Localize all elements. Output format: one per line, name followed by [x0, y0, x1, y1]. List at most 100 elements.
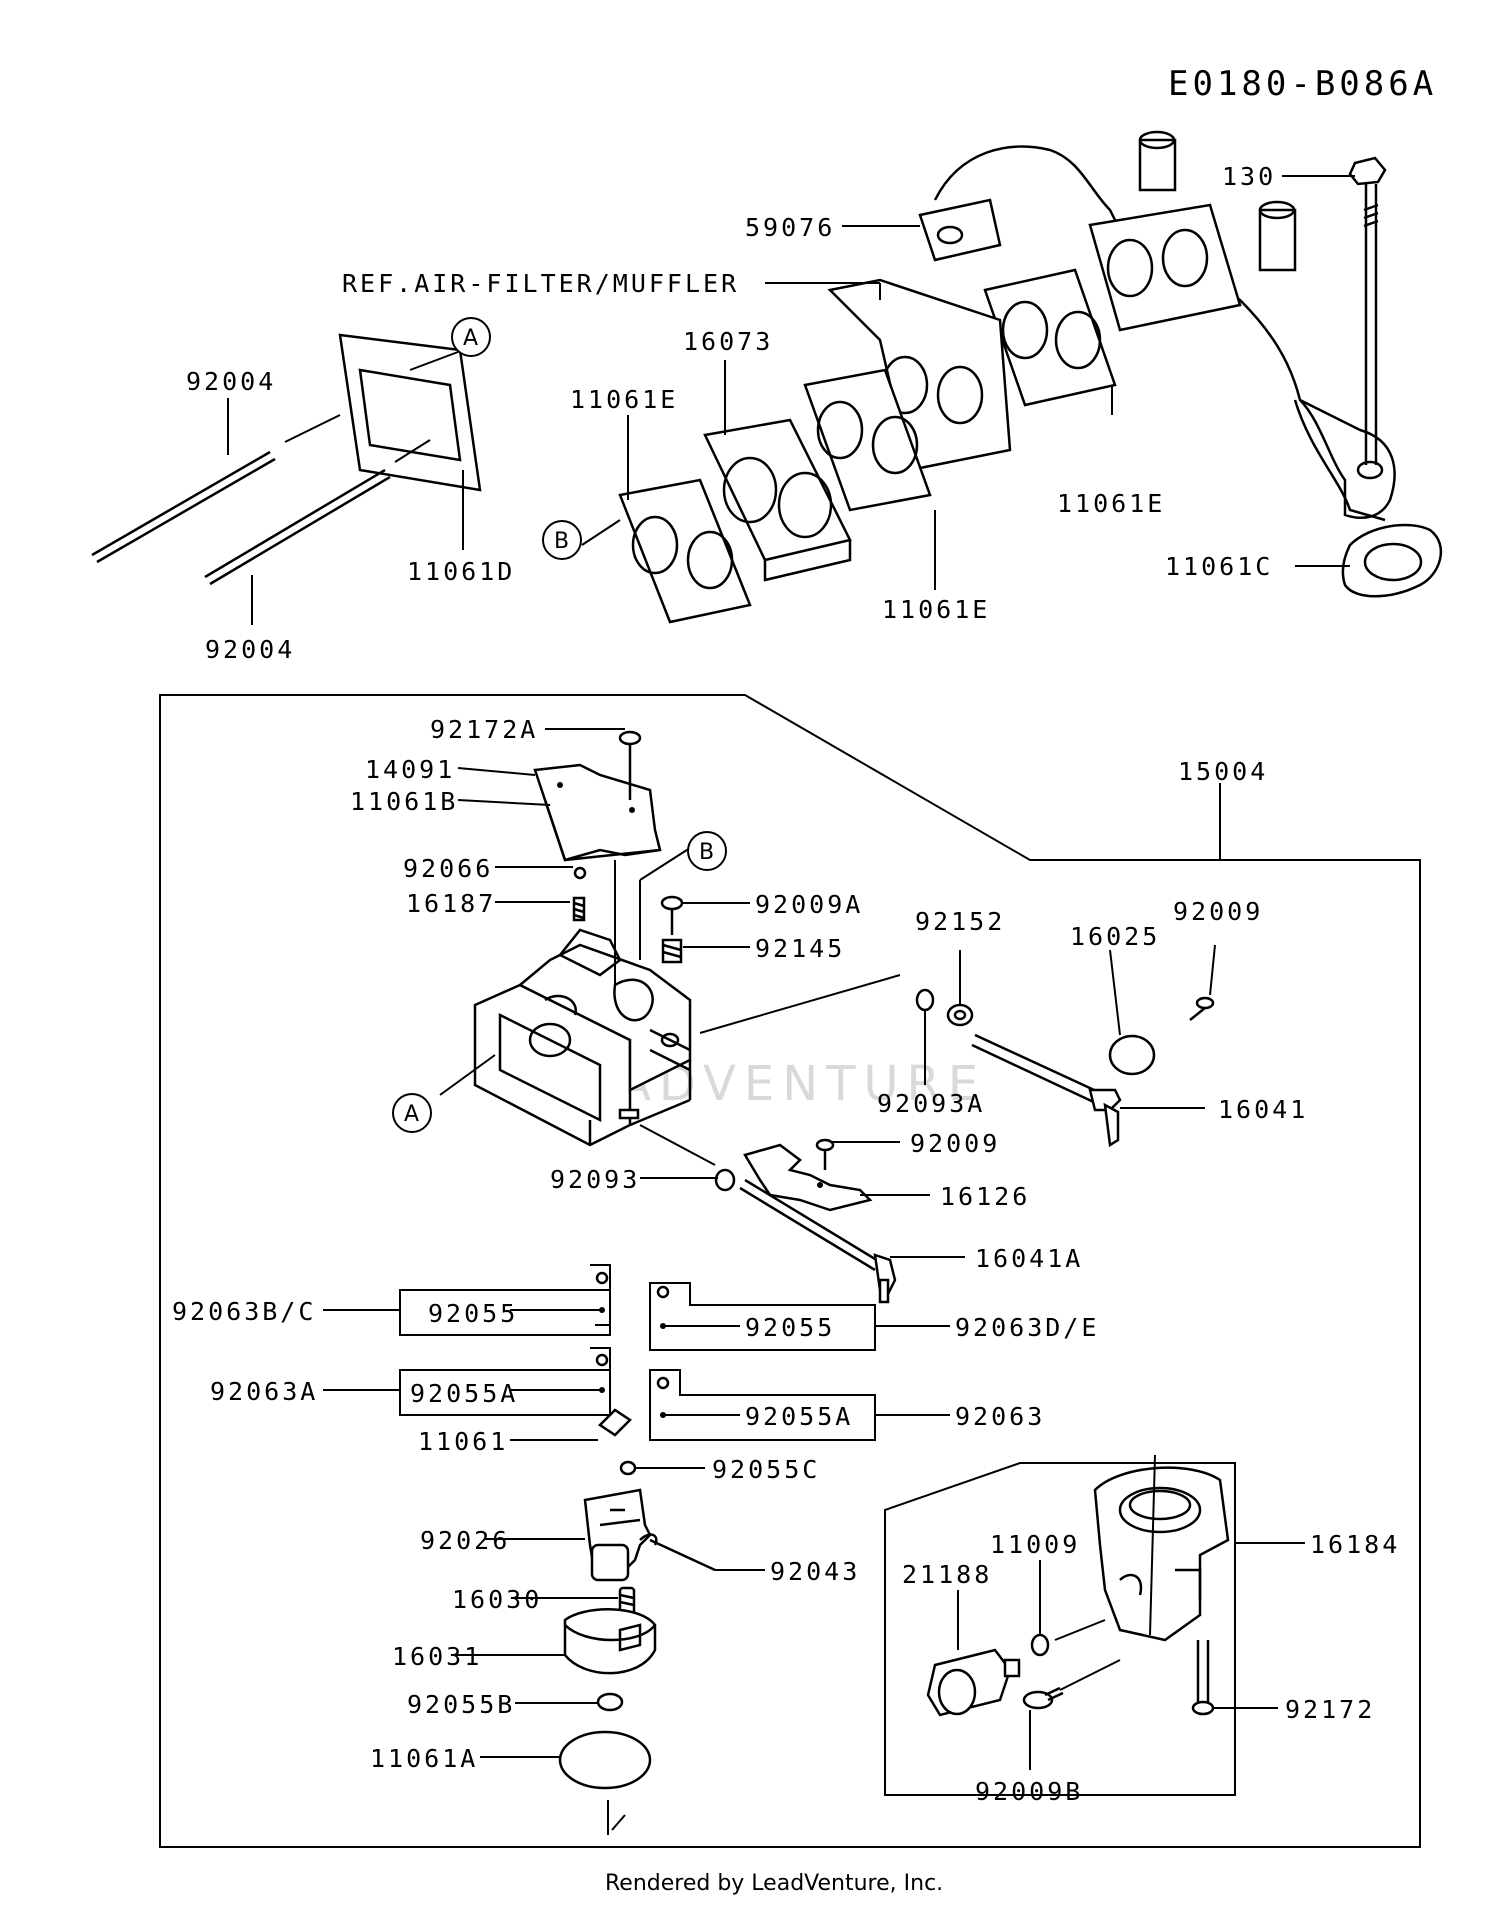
label-92055-right: 92055: [745, 1313, 835, 1342]
bowl-16184: [1093, 1466, 1230, 1642]
spacer-16073: [703, 418, 852, 582]
callout-a-carb: A: [392, 1093, 432, 1133]
bowl-stud: [607, 1800, 626, 1835]
label-16126: 16126: [940, 1182, 1030, 1211]
label-92004-top: 92004: [186, 367, 276, 396]
label-92026: 92026: [420, 1526, 510, 1555]
jet-kit-92063a: [399, 1347, 611, 1416]
washer-92093: [714, 1168, 736, 1192]
seal-92152: [946, 1003, 974, 1027]
label-92152: 92152: [915, 907, 1005, 936]
label-11061e-left: 11061E: [570, 385, 678, 414]
label-92063bc: 92063B/C: [172, 1297, 316, 1326]
choke-plate-16025: [1108, 1034, 1156, 1076]
callout-b-carb: B: [687, 831, 727, 871]
label-92009b: 92009B: [975, 1777, 1083, 1806]
label-16073: 16073: [683, 327, 773, 356]
label-16187: 16187: [406, 889, 496, 918]
label-59076: 59076: [745, 213, 835, 242]
svg-text:B: B: [699, 840, 714, 865]
screw-92009b: [1022, 1686, 1064, 1710]
solenoid-21188: [926, 1648, 1021, 1717]
carburetor-frame: [159, 694, 1421, 1848]
label-92063de: 92063D/E: [955, 1313, 1099, 1342]
label-14091: 14091: [365, 755, 455, 784]
label-92009-mid: 92009: [910, 1129, 1000, 1158]
label-92093a: 92093A: [877, 1089, 985, 1118]
intake-manifold: [918, 130, 1396, 522]
label-11061a: 11061A: [370, 1744, 478, 1773]
svg-text:B: B: [554, 529, 569, 554]
sub-leader-dashes: [1054, 1454, 1156, 1691]
label-11061c: 11061C: [1165, 552, 1273, 581]
spring-92145: [661, 938, 683, 964]
bolt-92172: [1191, 1640, 1215, 1716]
footer-credit: Rendered by LeadVenture, Inc.: [605, 1871, 943, 1896]
screw-92009-top: [1189, 996, 1215, 1021]
label-92063: 92063: [955, 1402, 1045, 1431]
label-ref-air-filter-muffler: REF.AIR-FILTER/MUFFLER: [342, 269, 739, 298]
label-92172: 92172: [1285, 1695, 1375, 1724]
label-92055a-left: 92055A: [410, 1379, 518, 1408]
svg-text:A: A: [404, 1102, 419, 1127]
oring-92055b: [596, 1692, 624, 1712]
throttle-shaft-16041a: [739, 1178, 897, 1304]
bolt-130: [1348, 156, 1387, 465]
label-92063a: 92063A: [210, 1377, 318, 1406]
choke-shaft-16041: [971, 1033, 1122, 1148]
studs-92004: [91, 414, 431, 586]
label-15004: 15004: [1178, 757, 1268, 786]
label-21188: 21188: [902, 1560, 992, 1589]
callout-a-top: A: [451, 317, 491, 357]
svg-text:A: A: [463, 326, 478, 351]
label-16025: 16025: [1070, 922, 1160, 951]
carburetor-body-15004: [473, 928, 692, 1147]
label-16184: 16184: [1310, 1530, 1400, 1559]
label-92055-left: 92055: [428, 1299, 518, 1328]
label-11061: 11061: [418, 1427, 508, 1456]
gasket-11061a: [558, 1730, 652, 1790]
label-92009a: 92009A: [755, 890, 863, 919]
label-92093: 92093: [550, 1165, 640, 1194]
label-11061e-bottom: 11061E: [882, 595, 990, 624]
label-11061d: 11061D: [407, 557, 515, 586]
screw-92009-mid: [815, 1138, 835, 1170]
callout-b-top: B: [542, 520, 582, 560]
label-92055c: 92055C: [712, 1455, 820, 1484]
label-92055b: 92055B: [407, 1690, 515, 1719]
gasket-11061e-left: [618, 478, 752, 624]
label-11061e-right: 11061E: [1057, 489, 1165, 518]
gasket-11061c: [1341, 523, 1442, 598]
sub-assembly-frame: [884, 1462, 1236, 1796]
screw-92009a: [660, 895, 684, 935]
part-labels: 130 59076 REF.AIR-FILTER/MUFFLER 92004 1…: [172, 162, 1400, 1806]
screw-92172a: [618, 730, 642, 800]
label-92004-bottom: 92004: [205, 635, 295, 664]
jet-16030: [618, 1586, 636, 1618]
label-92066: 92066: [403, 854, 493, 883]
cover-plate-14091: [533, 763, 662, 862]
label-92145: 92145: [755, 934, 845, 963]
label-92009-top: 92009: [1173, 897, 1263, 926]
label-16041: 16041: [1218, 1095, 1308, 1124]
label-92043: 92043: [770, 1557, 860, 1586]
diagram-code: E0180-B086A: [1168, 64, 1437, 104]
label-16031: 16031: [392, 1642, 482, 1671]
top-leader-lines: [227, 175, 1355, 625]
carb-leader-lines: [323, 728, 1305, 1770]
label-92055a-right: 92055A: [745, 1402, 853, 1431]
oring-92066: [573, 866, 587, 880]
gasket-11061e-bottom: [803, 368, 932, 512]
jet-kit-92063bc: [399, 1264, 611, 1336]
label-92172a: 92172A: [430, 715, 538, 744]
throttle-plate-16126: [743, 1143, 873, 1212]
float-16031: [563, 1608, 657, 1675]
label-130: 130: [1222, 162, 1276, 191]
fuel-solenoid-92026: [583, 1408, 716, 1582]
label-16030: 16030: [452, 1585, 542, 1614]
jet-kit-92063: [649, 1369, 876, 1441]
washer-11009: [1030, 1633, 1050, 1657]
jet-kit-92063de: [649, 1282, 876, 1351]
label-11009: 11009: [990, 1530, 1080, 1559]
